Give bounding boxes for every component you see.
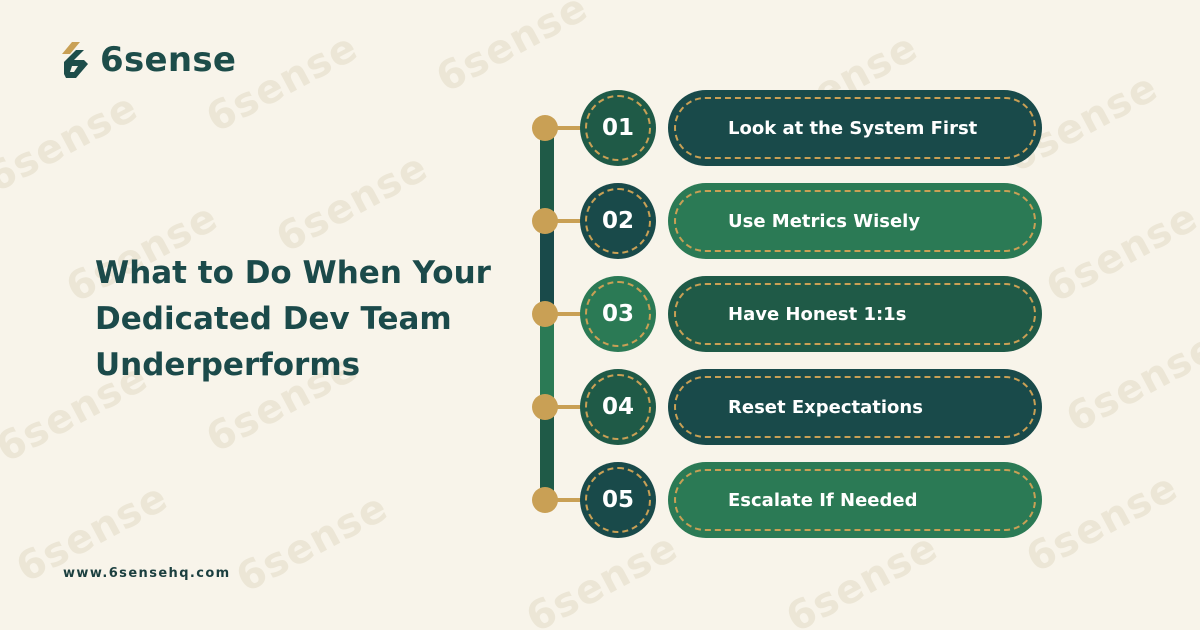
step-number-badge: 02 <box>580 183 656 259</box>
step-number-badge: 03 <box>580 276 656 352</box>
step-item: 05 Escalate If Needed <box>530 462 1050 538</box>
step-card: Reset Expectations <box>668 369 1042 445</box>
title-line: Dedicated Dev Team <box>95 301 452 337</box>
step-number: 03 <box>601 301 634 327</box>
timeline-dot <box>532 208 558 234</box>
step-item: 02 Use Metrics Wisely <box>530 183 1050 259</box>
step-card: Use Metrics Wisely <box>668 183 1042 259</box>
step-label: Escalate If Needed <box>728 489 918 511</box>
brand-logo[interactable]: 6sense <box>62 40 236 80</box>
step-card: Escalate If Needed <box>668 462 1042 538</box>
step-item: 03 Have Honest 1:1s <box>530 276 1050 352</box>
website-url: www.6sensehq.com <box>63 566 231 581</box>
step-item: 01 Look at the System First <box>530 90 1050 166</box>
step-label: Use Metrics Wisely <box>728 210 921 232</box>
brand-mark-icon <box>62 42 88 78</box>
step-label: Have Honest 1:1s <box>728 303 907 325</box>
timeline-spine <box>540 124 554 218</box>
timeline-spine <box>540 404 554 498</box>
step-number: 02 <box>601 208 634 234</box>
step-number-badge: 01 <box>580 90 656 166</box>
timeline-spine <box>540 218 554 310</box>
timeline-dot <box>532 301 558 327</box>
step-number-badge: 04 <box>580 369 656 445</box>
step-item: 04 Reset Expectations <box>530 369 1050 445</box>
timeline-dot <box>532 487 558 513</box>
title-line: Underperforms <box>95 347 361 383</box>
timeline-spine <box>540 310 554 404</box>
step-label: Reset Expectations <box>728 396 923 418</box>
page-title: What to Do When Your Dedicated Dev Team … <box>95 250 495 388</box>
step-number-badge: 05 <box>580 462 656 538</box>
title-line: What to Do When Your <box>95 255 491 291</box>
timeline-dot <box>532 115 558 141</box>
step-number: 01 <box>601 115 634 141</box>
step-number: 04 <box>601 394 634 420</box>
step-label: Look at the System First <box>728 117 978 139</box>
step-number: 05 <box>601 487 634 513</box>
brand-name: 6sense <box>100 40 237 80</box>
step-card: Look at the System First <box>668 90 1042 166</box>
step-card: Have Honest 1:1s <box>668 276 1042 352</box>
timeline-dot <box>532 394 558 420</box>
